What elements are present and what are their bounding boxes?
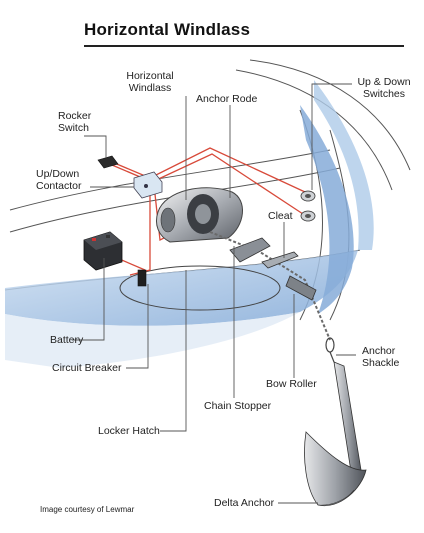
cleat xyxy=(261,251,299,269)
label-up-down-switches: Up & Down Switches xyxy=(357,76,411,100)
label-rocker-switch: Rocker Switch xyxy=(58,110,92,134)
anchor-shackle xyxy=(325,337,335,363)
up-down-contactor xyxy=(133,171,163,199)
locker-hatch-outline xyxy=(119,265,281,311)
leader-lines xyxy=(72,83,356,504)
label-locker-hatch: Locker Hatch xyxy=(98,425,160,437)
battery xyxy=(83,231,123,271)
title-divider xyxy=(84,45,404,47)
label-circuit-breaker: Circuit Breaker xyxy=(52,362,122,374)
bow-roller xyxy=(285,275,317,301)
image-credit: Image courtesy of Lewmar xyxy=(40,505,135,514)
label-anchor-rode: Anchor Rode xyxy=(196,93,258,105)
label-delta-anchor: Delta Anchor xyxy=(214,497,275,509)
chain-rode xyxy=(209,231,331,341)
label-anchor-shackle: Anchor Shackle xyxy=(362,345,400,369)
up-down-switches xyxy=(300,190,316,222)
chain-stopper xyxy=(229,237,271,263)
label-chain-stopper: Chain Stopper xyxy=(204,400,272,412)
delta-anchor xyxy=(304,361,367,507)
label-horizontal-windlass: Horizontal Windlass xyxy=(126,70,174,94)
rocker-switch xyxy=(97,155,119,169)
windlass-unit xyxy=(156,187,244,243)
circuit-breaker xyxy=(137,269,147,287)
label-cleat: Cleat xyxy=(268,210,293,222)
label-battery: Battery xyxy=(50,334,84,346)
label-up-down-contactor: Up/Down Contactor xyxy=(36,168,82,192)
page-title: Horizontal Windlass xyxy=(84,20,251,39)
hull-blue-stripe xyxy=(5,80,374,368)
label-bow-roller: Bow Roller xyxy=(266,378,317,390)
